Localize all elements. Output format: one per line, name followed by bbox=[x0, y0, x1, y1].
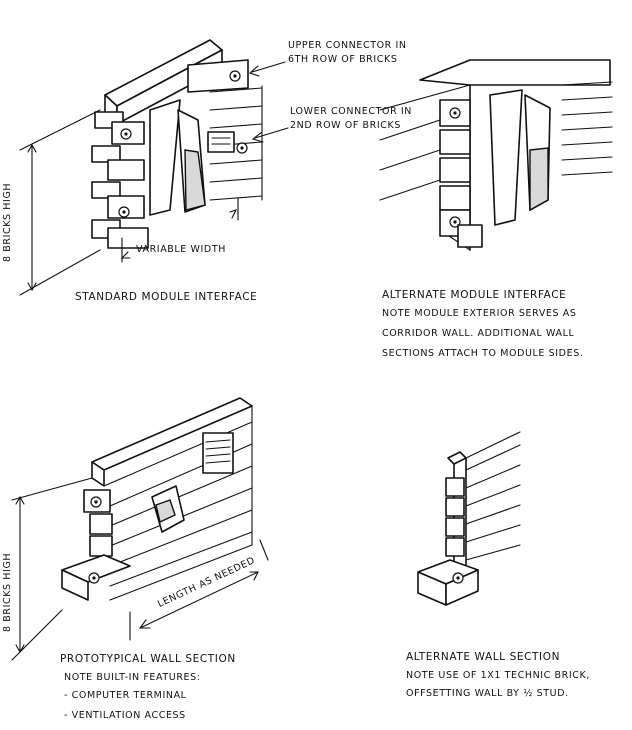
alternate-module-caption: Alternate Module Interface bbox=[382, 289, 567, 301]
alternate-module-note-1: Note Module Exterior Serves as bbox=[382, 308, 577, 319]
alternate-module-note-3: Sections Attach to Module Sides. bbox=[382, 348, 584, 359]
alternate-module-drawing bbox=[379, 59, 613, 251]
variable-width-label: Variable Width bbox=[136, 244, 226, 255]
prototypical-note-1: Note Built-in Features: bbox=[64, 672, 201, 683]
standard-height-label: 8 Bricks High bbox=[2, 182, 13, 262]
lower-connector-label-line1: Lower Connector in bbox=[290, 106, 413, 117]
prototypical-wall-drawing bbox=[11, 397, 269, 661]
prototypical-note-3: - Ventilation Access bbox=[64, 710, 186, 721]
alternate-wall-note-2: Offsetting Wall by ½ Stud. bbox=[406, 688, 569, 699]
alternate-wall-note-1: Note Use of 1x1 Technic Brick, bbox=[406, 670, 590, 681]
alternate-wall-drawing bbox=[417, 431, 521, 606]
alternate-wall-caption: Alternate Wall Section bbox=[406, 651, 561, 663]
alternate-module-note-2: Corridor Wall. Additional Wall bbox=[382, 328, 575, 339]
standard-module-caption: Standard Module Interface bbox=[75, 291, 258, 303]
prototypical-height-label: 8 Bricks High bbox=[2, 552, 13, 632]
prototypical-note-2: - Computer Terminal bbox=[64, 690, 187, 701]
prototypical-wall-caption: Prototypical Wall Section bbox=[60, 653, 236, 665]
upper-connector-label-line2: 6th Row of Bricks bbox=[288, 54, 398, 65]
lower-connector-label-line2: 2nd Row of Bricks bbox=[290, 120, 401, 131]
standard-module-drawing bbox=[19, 39, 289, 296]
upper-connector-label-line1: Upper Connector in bbox=[288, 40, 407, 51]
